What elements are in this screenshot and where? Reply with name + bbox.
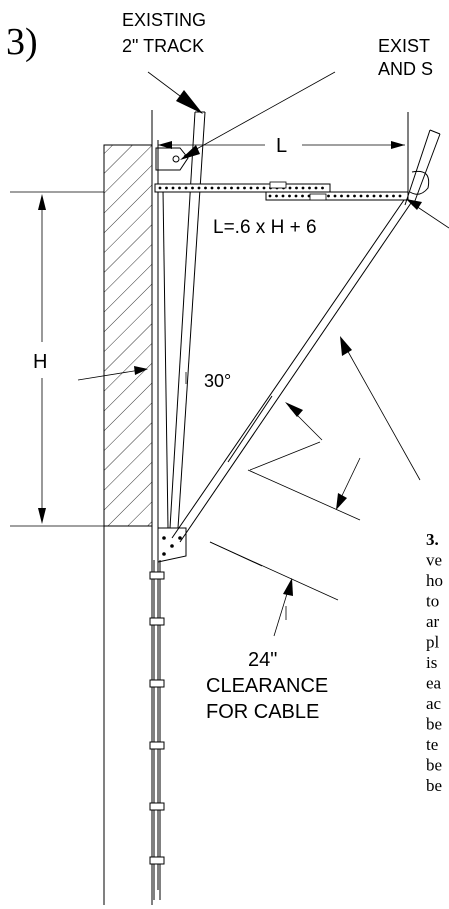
note-line: ar [426, 612, 440, 631]
hinge [149, 571, 165, 580]
perforation-hole [392, 194, 395, 198]
clearance-dimension [209, 402, 361, 637]
diagonal-brace [171, 199, 412, 543]
perforation-hole [288, 186, 292, 190]
perforation-hole [308, 186, 311, 190]
perforated-angle [154, 181, 409, 201]
step-number: 3) [6, 21, 38, 63]
perforation-hole [275, 194, 278, 198]
corner-bracket [157, 527, 187, 563]
existing-track-end [404, 112, 441, 207]
hinge [149, 802, 165, 811]
perforation-hole [333, 194, 337, 198]
perforation-hole [230, 186, 233, 190]
hinge [149, 617, 165, 626]
hinge [149, 679, 165, 688]
perforation-hole [178, 186, 181, 190]
perforation-hole [268, 194, 272, 198]
dimension-h-label: H [33, 351, 47, 373]
perforation-hole [379, 194, 382, 198]
note-line: is [426, 653, 437, 672]
hinge [149, 741, 165, 750]
perforation-hole [366, 194, 369, 198]
perforation-hole [256, 186, 259, 190]
perforation-hole [353, 194, 356, 198]
perforation-hole [249, 186, 253, 190]
note-line: ea [426, 674, 442, 693]
note-line: pl [426, 633, 440, 652]
perforation-hole [372, 194, 376, 198]
wall-section [103, 144, 153, 527]
dimension-l-label: L [276, 135, 287, 157]
perforation-hole [191, 186, 194, 190]
existing-spring-label-line2: AND S [378, 59, 433, 79]
perforation-hole [327, 194, 330, 198]
clearance-label-line2: CLEARANCE [206, 675, 328, 697]
perforation-hole [359, 194, 363, 198]
clearance-label-line1: 24" [248, 649, 277, 671]
dimension-h [10, 191, 104, 527]
perforation-hole [243, 186, 246, 190]
perforation-hole [294, 194, 298, 198]
perforation-hole [385, 194, 389, 198]
existing-track-label-line2: 2" TRACK [122, 36, 204, 56]
perforation-hole [158, 186, 162, 190]
note-line: be [426, 756, 442, 775]
existing-spring-label-line1: EXIST [378, 36, 430, 56]
perforation-hole [301, 186, 305, 190]
perforation-hole [197, 186, 201, 190]
perforation-hole [236, 186, 240, 190]
angle-label: 30° [204, 371, 231, 391]
note-line: ho [426, 571, 443, 590]
perforation-hole [223, 186, 227, 190]
note-line: ac [426, 694, 442, 713]
perforation-hole [288, 194, 291, 198]
perforation-hole [301, 194, 304, 198]
track-bracket [155, 147, 189, 171]
perforation-hole [262, 186, 266, 190]
perforation-hole [321, 186, 324, 190]
dimension-l [158, 141, 405, 149]
existing-track [162, 111, 206, 529]
perforation-hole [398, 194, 402, 198]
note-line: te [426, 735, 438, 754]
perforation-hole [184, 186, 188, 190]
leader-arrows [147, 71, 449, 481]
perforation-hole [314, 186, 318, 190]
perforation-hole [346, 194, 350, 198]
vertical-track [149, 560, 165, 900]
perforation-hole [204, 186, 207, 190]
note-line: be [426, 776, 442, 795]
formula-label: L=.6 x H + 6 [213, 217, 317, 238]
perforation-hole [210, 186, 214, 190]
existing-track-label-line1: EXISTING [122, 10, 206, 30]
perforation-hole [217, 186, 220, 190]
perforation-hole [165, 186, 168, 190]
note-line: to [426, 592, 439, 611]
perforation-hole [295, 186, 298, 190]
note-line: be [426, 715, 442, 734]
clearance-label-line3: FOR CABLE [206, 701, 319, 723]
hinge [149, 856, 165, 865]
note-line: 3. [426, 530, 439, 549]
note-line: ve [426, 551, 442, 570]
perforation-hole [281, 194, 285, 198]
perforation-hole [171, 186, 175, 190]
perforation-hole [340, 194, 343, 198]
